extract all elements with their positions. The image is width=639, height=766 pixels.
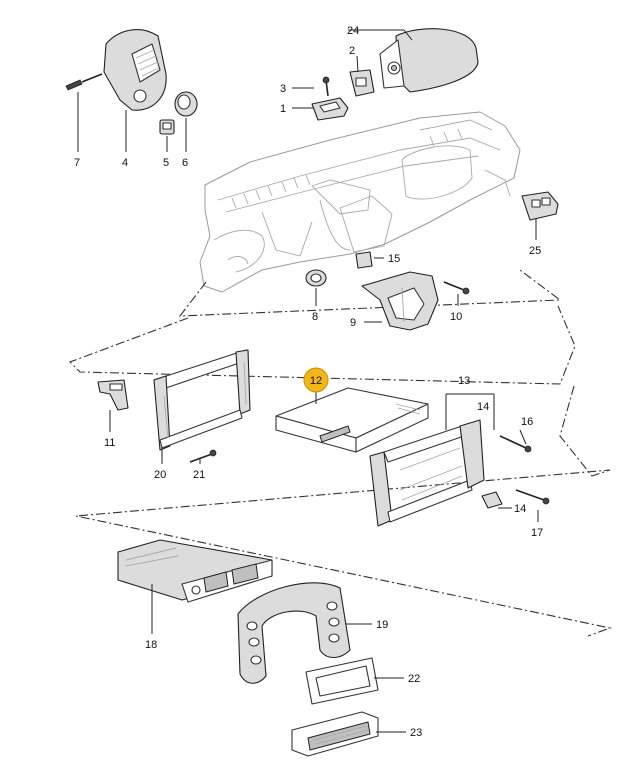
callout-20: 20 (154, 469, 166, 481)
clip-part-15 (355, 251, 373, 269)
callout-21: 21 (193, 469, 205, 481)
callout-23: 23 (410, 727, 422, 739)
grommet-part-8 (305, 269, 327, 287)
airbag-cover-part-24 (379, 28, 479, 93)
screw-part-3 (322, 76, 330, 97)
vent-bezel-part (103, 29, 167, 111)
callout-19: 19 (376, 619, 388, 631)
callout-25: 25 (529, 245, 541, 257)
clip-part-14 (481, 491, 503, 509)
leader-lines (77, 29, 539, 733)
frame-part-22 (305, 657, 379, 705)
callout-labels: 24 2 3 1 7 4 5 6 25 15 8 9 10 11 20 21 1… (74, 25, 543, 739)
callout-2: 2 (349, 45, 355, 57)
knob-part-6 (174, 91, 198, 117)
cage-frame-part-13 (369, 419, 485, 527)
dashboard-outline (199, 111, 521, 293)
callout-15: 15 (388, 253, 400, 265)
callout-22: 22 (408, 673, 420, 685)
callout-16: 16 (521, 416, 533, 428)
callout-12: 12 (310, 375, 322, 387)
frame-part-20 (153, 349, 251, 451)
tray-part-23 (291, 711, 379, 757)
callout-6: 6 (182, 157, 188, 169)
switch-bracket-part-1 (311, 97, 349, 121)
radio-unit-part-12 (275, 387, 429, 453)
screw-part-21 (189, 449, 217, 463)
bracket-part-9 (361, 271, 439, 331)
console-bezel-part-19 (237, 582, 351, 684)
callout-3: 3 (280, 83, 286, 95)
callout-1: 1 (280, 103, 286, 115)
clip-part-5 (159, 119, 175, 135)
lower-group-outline (75, 385, 613, 637)
callout-14-upper: 14 (477, 401, 489, 413)
screw-part-10 (443, 281, 470, 295)
screw-part-16 (499, 435, 532, 453)
callout-11: 11 (104, 437, 115, 449)
callout-17: 17 (531, 527, 543, 539)
dashboard-group-outline (178, 269, 562, 317)
callout-13: 13 (458, 375, 470, 387)
callout-9: 9 (350, 317, 356, 329)
callout-4: 4 (122, 157, 128, 169)
callout-18: 18 (145, 639, 157, 651)
callout-8: 8 (312, 311, 318, 323)
bracket-part-11 (97, 379, 129, 411)
switch-part-25 (521, 191, 559, 221)
screw-part-7 (65, 73, 103, 91)
highlight-badge (303, 367, 329, 393)
callout-7: 7 (74, 157, 80, 169)
callout-24: 24 (347, 25, 359, 37)
callout-10: 10 (450, 311, 462, 323)
switch-part-2 (349, 69, 375, 97)
climate-unit-part-18 (117, 539, 273, 603)
callout-5: 5 (163, 157, 169, 169)
callout-14-lower: 14 (514, 503, 526, 515)
screw-part-17 (515, 489, 550, 505)
